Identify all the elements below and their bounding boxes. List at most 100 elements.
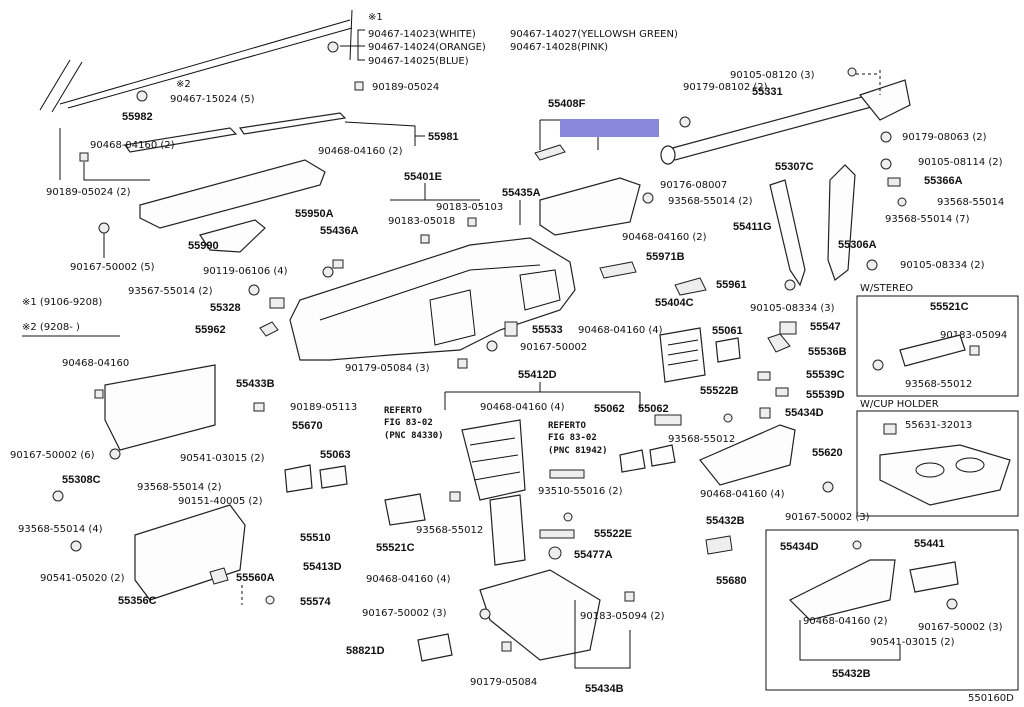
part-label-90189-05024-b[interactable]: 90189-05024 (2): [46, 187, 131, 198]
part-label-90179-05084-b[interactable]: 90179-05084: [470, 677, 537, 688]
part-label-55441[interactable]: 55441: [914, 538, 945, 550]
part-label-90183-05094[interactable]: 90183-05094 (2): [580, 611, 665, 622]
part-label-55521c-r[interactable]: 55521C: [930, 301, 969, 313]
part-label-90468-04160-4b[interactable]: 90468-04160 (4): [480, 402, 565, 413]
part-label-90179-05084-3[interactable]: 90179-05084 (3): [345, 363, 430, 374]
part-label-55404c[interactable]: 55404C: [655, 297, 694, 309]
part-label-55331[interactable]: 55331: [752, 86, 783, 98]
part-label-55574[interactable]: 55574: [300, 596, 331, 608]
part-label-90151-40005[interactable]: 90151-40005 (2): [178, 496, 263, 507]
part-label-55680[interactable]: 55680: [716, 575, 747, 587]
part-label-90105-08334-2[interactable]: 90105-08334 (2): [900, 260, 985, 271]
part-label-93568-55012-m[interactable]: 93568-55012: [668, 434, 735, 445]
part-label-93568-55012-l[interactable]: 93568-55012: [416, 525, 483, 536]
part-label-90468-04160-4a[interactable]: 90468-04160 (4): [578, 325, 663, 336]
part-label-55547[interactable]: 55547: [810, 321, 841, 333]
part-label-55308c[interactable]: 55308C: [62, 474, 101, 486]
part-label-55522e[interactable]: 55522E: [594, 528, 632, 540]
part-label-90468-04160-4d[interactable]: 90468-04160 (4): [700, 489, 785, 500]
part-label-55631-32013[interactable]: 55631-32013: [905, 420, 972, 431]
part-label-90467-15024[interactable]: 90467-15024 (5): [170, 94, 255, 105]
part-label-55062b[interactable]: 55062: [638, 403, 669, 415]
part-label-55411g[interactable]: 55411G: [733, 221, 772, 233]
part-label-90183-05018[interactable]: 90183-05018: [388, 216, 455, 227]
part-label-55063[interactable]: 55063: [320, 449, 351, 461]
part-label-55982[interactable]: 55982: [122, 111, 153, 123]
part-label-55533[interactable]: 55533: [532, 324, 563, 336]
part-label-90179-08063[interactable]: 90179-08063 (2): [902, 132, 987, 143]
part-label-55413d[interactable]: 55413D: [303, 561, 342, 573]
part-label-90167-50002-5[interactable]: 90167-50002 (5): [70, 262, 155, 273]
part-label-55432b-b[interactable]: 55432B: [832, 668, 871, 680]
part-label-55328[interactable]: 55328: [210, 302, 241, 314]
part-label-90179-08102[interactable]: 90179-08102 (2): [683, 82, 768, 93]
part-label-93568-55014-7[interactable]: 93568-55014 (7): [885, 214, 970, 225]
part-label-90167-50002-3b[interactable]: 90167-50002 (3): [785, 512, 870, 523]
part-label-55436a[interactable]: 55436A: [320, 225, 359, 237]
part-label-55536b[interactable]: 55536B: [808, 346, 847, 358]
part-label-55434b[interactable]: 55434B: [585, 683, 624, 695]
part-label-93568-55014-2a[interactable]: 93568-55014 (2): [668, 196, 753, 207]
part-label-90183-05103[interactable]: 90183-05103: [436, 202, 503, 213]
part-label-90167-50002-6[interactable]: 90167-50002 (6): [10, 450, 95, 461]
part-label-55522b[interactable]: 55522B: [700, 385, 739, 397]
part-label-55560a[interactable]: 55560A: [236, 572, 275, 584]
clip-label-orange[interactable]: 90467-14024(ORANGE): [368, 42, 486, 53]
part-label-90468-04160-b[interactable]: 90468-04160 (2): [318, 146, 403, 157]
part-label-55062a[interactable]: 55062: [594, 403, 625, 415]
part-label-90541-03015-2a[interactable]: 90541-03015 (2): [180, 453, 265, 464]
part-label-90541-03015-2b[interactable]: 90541-03015 (2): [870, 637, 955, 648]
part-label-90176-08007[interactable]: 90176-08007: [660, 180, 727, 191]
part-label-55306a[interactable]: 55306A: [838, 239, 877, 251]
part-label-90167-50002-c[interactable]: 90167-50002: [520, 342, 587, 353]
part-label-55412d[interactable]: 55412D: [518, 369, 557, 381]
part-label-55961[interactable]: 55961: [716, 279, 747, 291]
part-label-55990[interactable]: 55990: [188, 240, 219, 252]
part-label-55366a[interactable]: 55366A: [924, 175, 963, 187]
part-label-55356c[interactable]: 55356C: [118, 595, 157, 607]
part-label-55981[interactable]: 55981: [428, 131, 459, 143]
part-label-55962[interactable]: 55962: [195, 324, 226, 336]
part-label-90468-04160-4c[interactable]: 90468-04160 (4): [366, 574, 451, 585]
part-label-55061[interactable]: 55061: [712, 325, 743, 337]
part-label-90468-04160-l[interactable]: 90468-04160: [62, 358, 129, 369]
part-label-90105-08114[interactable]: 90105-08114 (2): [918, 157, 1003, 168]
part-label-93568-55012-r[interactable]: 93568-55012: [905, 379, 972, 390]
part-label-90105-08120[interactable]: 90105-08120 (3): [730, 70, 815, 81]
part-label-55401e[interactable]: 55401E: [404, 171, 442, 183]
part-label-55408f[interactable]: 55408F: [548, 98, 586, 110]
part-label-55971b[interactable]: 55971B: [646, 251, 685, 263]
part-label-55432b-m[interactable]: 55432B: [706, 515, 745, 527]
part-label-55510[interactable]: 55510: [300, 532, 331, 544]
clip-label-yellowish-green[interactable]: 90467-14027(YELLOWSH GREEN): [510, 29, 678, 40]
part-label-55950a[interactable]: 55950A: [295, 208, 334, 220]
part-label-93568-55014-2b[interactable]: 93568-55014 (2): [137, 482, 222, 493]
part-label-90105-08334-3[interactable]: 90105-08334 (3): [750, 303, 835, 314]
part-label-90189-05113[interactable]: 90189-05113: [290, 402, 357, 413]
part-label-90468-04160-2e[interactable]: 90468-04160 (2): [803, 616, 888, 627]
part-label-55620[interactable]: 55620: [812, 447, 843, 459]
part-label-93568-55014-r[interactable]: 93568-55014: [937, 197, 1004, 208]
clip-label-pink[interactable]: 90467-14028(PINK): [510, 42, 608, 53]
clip-label-blue[interactable]: 90467-14025(BLUE): [368, 56, 469, 67]
part-label-55477a[interactable]: 55477A: [574, 549, 613, 561]
part-label-55433b[interactable]: 55433B: [236, 378, 275, 390]
part-label-90189-05024-top[interactable]: 90189-05024: [372, 82, 439, 93]
part-label-55539d[interactable]: 55539D: [806, 389, 845, 401]
part-label-55521c-l[interactable]: 55521C: [376, 542, 415, 554]
clip-label-white[interactable]: 90467-14023(WHITE): [368, 29, 476, 40]
part-label-55539c[interactable]: 55539C: [806, 369, 845, 381]
part-label-93567-55014[interactable]: 93567-55014 (2): [128, 286, 213, 297]
part-label-90119-06106[interactable]: 90119-06106 (4): [203, 266, 288, 277]
part-label-55307c[interactable]: 55307C: [775, 161, 814, 173]
part-label-55434d-b[interactable]: 55434D: [780, 541, 819, 553]
part-label-90183-05094-r[interactable]: 90183-05094: [940, 330, 1007, 341]
part-label-58821d[interactable]: 58821D: [346, 645, 385, 657]
part-label-55435a[interactable]: 55435A: [502, 187, 541, 199]
part-label-93510-55016[interactable]: 93510-55016 (2): [538, 486, 623, 497]
part-label-90167-50002-3c[interactable]: 90167-50002 (3): [918, 622, 1003, 633]
part-label-55670[interactable]: 55670: [292, 420, 323, 432]
part-label-90167-50002-3a[interactable]: 90167-50002 (3): [362, 608, 447, 619]
part-label-93568-55014-4[interactable]: 93568-55014 (4): [18, 524, 103, 535]
part-label-90468-04160-a[interactable]: 90468-04160 (2): [90, 140, 175, 151]
